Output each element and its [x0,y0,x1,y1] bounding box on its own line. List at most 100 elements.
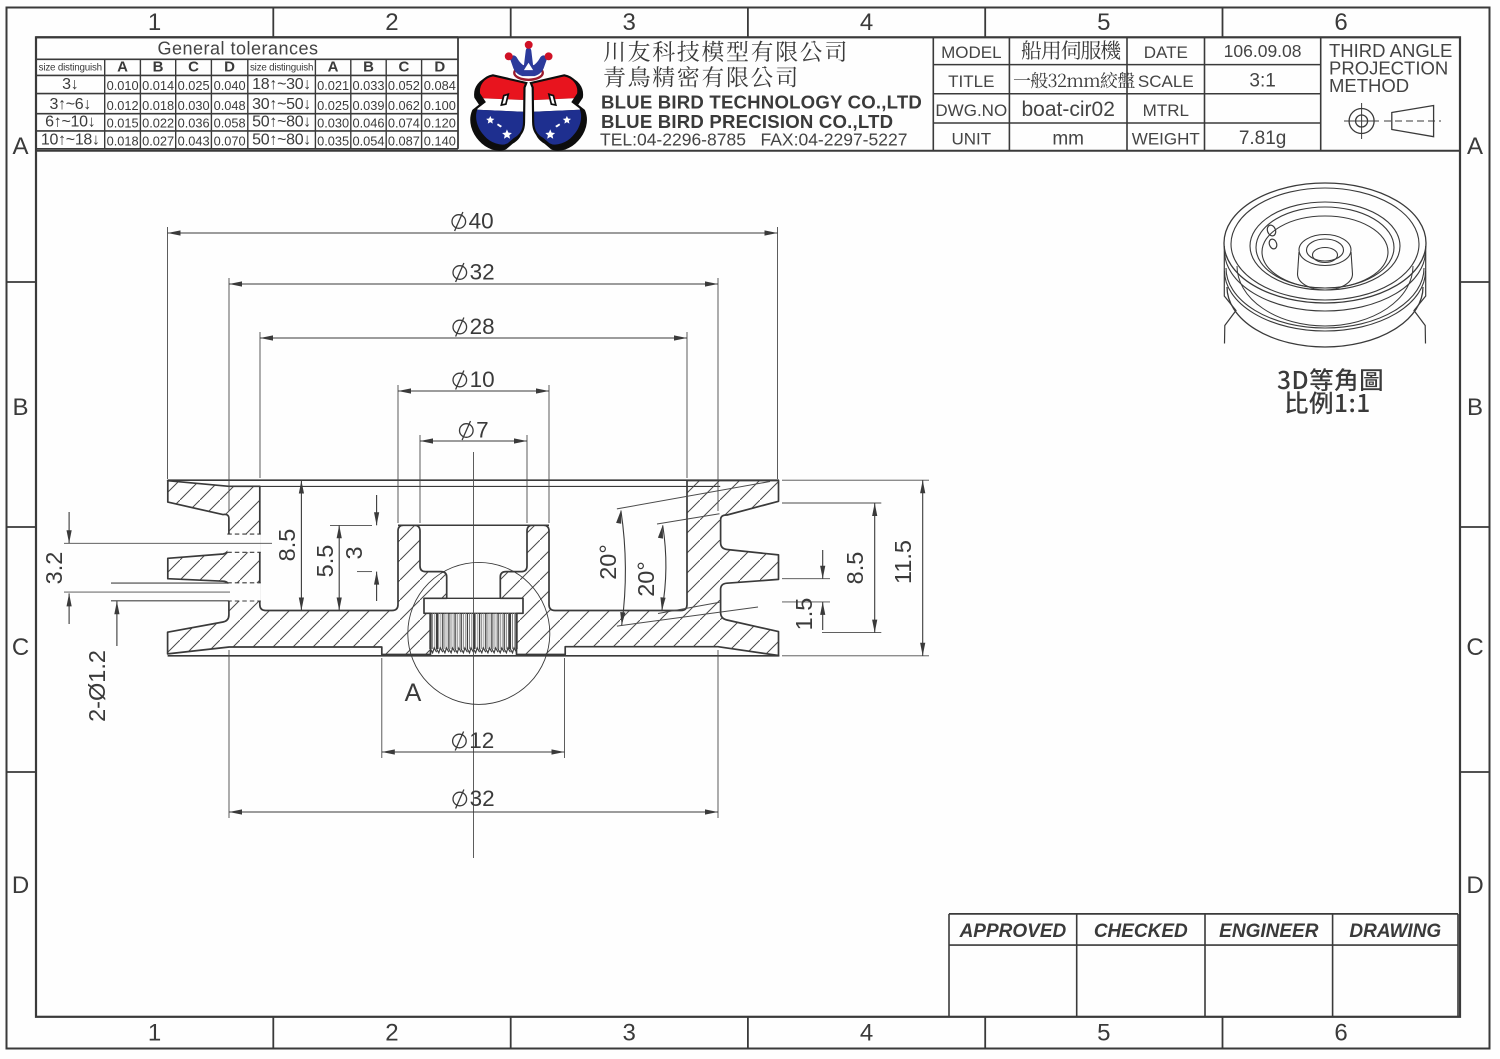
svg-text:0.035: 0.035 [317,133,349,148]
svg-text:5: 5 [1097,9,1110,36]
svg-text:SCALE: SCALE [1138,72,1194,91]
svg-text:8.5: 8.5 [842,552,868,585]
svg-text:0.033: 0.033 [352,78,384,93]
svg-text:MODEL: MODEL [941,43,1001,62]
svg-text:0.030: 0.030 [317,115,349,130]
svg-text:UNIT: UNIT [951,130,991,149]
svg-text:0.025: 0.025 [317,98,349,113]
svg-text:20°: 20° [595,544,621,580]
svg-text:WEIGHT: WEIGHT [1132,130,1200,149]
svg-text:8.5: 8.5 [274,529,300,562]
svg-text:40: 40 [469,209,494,234]
svg-text:0.084: 0.084 [424,78,456,93]
svg-text:size distinguish: size distinguish [250,63,313,74]
svg-text:0.100: 0.100 [424,98,456,113]
svg-text:size distinguish: size distinguish [39,63,102,74]
svg-text:4: 4 [860,9,873,36]
svg-text:2-Ø1.2: 2-Ø1.2 [84,650,110,722]
svg-text:A: A [328,58,339,75]
svg-text:C: C [1466,634,1483,661]
svg-text:TITLE: TITLE [948,72,994,91]
svg-text:0.027: 0.027 [142,133,174,148]
svg-text:0.087: 0.087 [388,133,420,148]
svg-text:12: 12 [469,728,494,753]
svg-text:DWG.NO: DWG.NO [935,101,1007,120]
svg-text:BLUE BIRD PRECISION CO.,LTD: BLUE BIRD PRECISION CO.,LTD [601,111,893,132]
svg-text:3↓: 3↓ [62,76,78,93]
svg-text:10↑~18↓: 10↑~18↓ [41,131,100,148]
svg-text:0.120: 0.120 [424,115,456,130]
svg-text:0.010: 0.010 [107,78,139,93]
svg-text:106.09.08: 106.09.08 [1224,41,1302,61]
svg-text:1.5: 1.5 [791,598,817,631]
svg-text:50↑~80↓: 50↑~80↓ [252,131,311,148]
svg-text:CHECKED: CHECKED [1094,921,1188,942]
svg-text:DATE: DATE [1144,43,1188,62]
svg-text:D: D [1466,872,1483,899]
svg-text:D: D [434,58,445,75]
svg-text:6: 6 [1334,9,1347,36]
svg-text:A: A [12,133,28,160]
svg-text:DRAWING: DRAWING [1349,921,1441,942]
svg-text:0.036: 0.036 [178,115,210,130]
svg-text:C: C [188,58,199,75]
svg-text:3: 3 [623,1020,636,1047]
svg-text:3: 3 [341,546,367,559]
svg-text:0.025: 0.025 [178,78,210,93]
svg-text:BLUE BIRD TECHNOLOGY CO.,LTD: BLUE BIRD TECHNOLOGY CO.,LTD [601,92,922,113]
svg-text:METHOD: METHOD [1329,75,1409,96]
svg-text:0.140: 0.140 [424,133,456,148]
svg-text:4: 4 [860,1020,873,1047]
svg-text:0.018: 0.018 [142,98,174,113]
svg-text:1: 1 [148,1020,161,1047]
svg-text:10: 10 [470,367,495,392]
svg-text:6↑~10↓: 6↑~10↓ [45,113,95,130]
svg-text:ENGINEER: ENGINEER [1219,921,1319,942]
svg-text:MTRL: MTRL [1143,101,1189,120]
svg-text:2: 2 [385,9,398,36]
svg-text:6: 6 [1334,1020,1347,1047]
svg-text:mm: mm [1052,129,1084,150]
svg-text:3:1: 3:1 [1249,71,1275,92]
svg-text:20°: 20° [633,561,659,597]
svg-text:5: 5 [1097,1020,1110,1047]
svg-text:0.054: 0.054 [352,133,384,148]
svg-text:30↑~50↓: 30↑~50↓ [252,96,311,113]
svg-text:0.039: 0.039 [352,98,384,113]
svg-text:3: 3 [623,9,636,36]
svg-text:50↑~80↓: 50↑~80↓ [252,113,311,130]
svg-text:32: 32 [470,786,495,811]
svg-text:0.046: 0.046 [352,115,384,130]
svg-text:0.014: 0.014 [142,78,174,93]
svg-text:0.074: 0.074 [388,115,420,130]
svg-text:B: B [153,58,164,75]
svg-text:0.058: 0.058 [214,115,246,130]
svg-text:1: 1 [148,9,161,36]
svg-text:0.015: 0.015 [107,115,139,130]
svg-text:PROJECTION: PROJECTION [1329,58,1448,79]
svg-text:11.5: 11.5 [890,540,916,584]
svg-text:A: A [1467,133,1483,160]
svg-text:3↑~6↓: 3↑~6↓ [49,96,91,113]
svg-text:0.052: 0.052 [388,78,420,93]
svg-text:boat-cir02: boat-cir02 [1022,98,1115,121]
svg-text:A: A [117,58,128,75]
svg-text:7.81g: 7.81g [1239,128,1287,149]
svg-text:D: D [12,872,29,899]
svg-text:32: 32 [470,260,495,285]
svg-text:0.030: 0.030 [178,98,210,113]
svg-text:B: B [12,394,28,421]
svg-text:0.062: 0.062 [388,98,420,113]
svg-text:0.040: 0.040 [214,78,246,93]
svg-text:18↑~30↓: 18↑~30↓ [252,76,311,93]
svg-text:0.012: 0.012 [107,98,139,113]
svg-text:0.022: 0.022 [142,115,174,130]
svg-text:0.021: 0.021 [317,78,349,93]
svg-text:0.018: 0.018 [107,133,139,148]
svg-text:28: 28 [470,314,495,339]
svg-text:C: C [12,634,29,661]
svg-text:7: 7 [476,418,489,443]
svg-text:C: C [398,58,409,75]
svg-text:0.043: 0.043 [178,133,210,148]
svg-text:3.2: 3.2 [41,552,67,585]
